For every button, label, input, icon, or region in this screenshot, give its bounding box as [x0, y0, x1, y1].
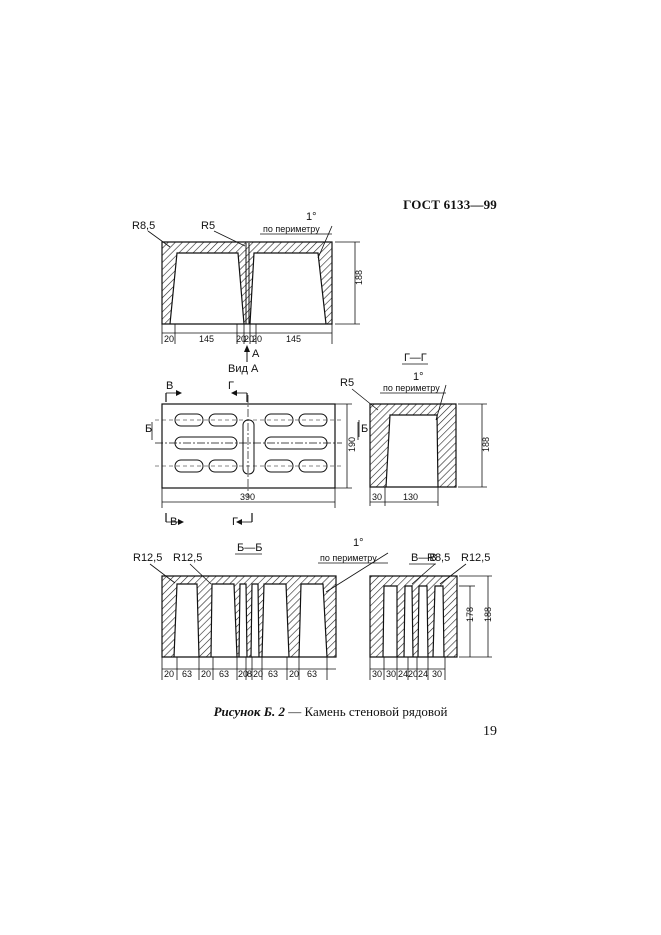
dim-text: 178 [465, 607, 475, 622]
dim-text: 24 [418, 669, 428, 679]
dim-text: 63 [307, 669, 317, 679]
section-bb: Б—Б R12,5 R12,5 1° по периметру [133, 537, 389, 680]
dim-text: 188 [483, 607, 493, 622]
radius-label: R12,5 [173, 552, 202, 564]
dim-text: 145 [286, 334, 301, 344]
caption-dash: — [285, 704, 305, 719]
plan-view: В Г Б В Г 390 [145, 380, 359, 528]
dim-text: 188 [354, 270, 364, 285]
dim-text: 190 [347, 437, 357, 452]
dim-text: 130 [403, 492, 418, 502]
dim-text: 30 [386, 669, 396, 679]
dim-text: 30 [372, 492, 382, 502]
section-title: В—В [411, 552, 437, 564]
cut-label: Г [232, 516, 238, 528]
angle-note: по периметру [383, 383, 440, 393]
dim-text: 20 [201, 669, 211, 679]
dim-text: 20 [252, 334, 262, 344]
dim-text: 63 [219, 669, 229, 679]
radius-label: R12,5 [133, 552, 162, 564]
dim-text: 20 [244, 334, 254, 344]
dim-text: 20 [289, 669, 299, 679]
dim-text: 24 [398, 669, 408, 679]
angle-note: по периметру [320, 553, 377, 563]
view-label: Вид А [228, 363, 259, 375]
radius-label: R8,5 [427, 552, 450, 564]
radius-label: R5 [201, 220, 215, 232]
angle-label: 1° [353, 537, 364, 549]
cut-label: Г [228, 380, 234, 392]
section-title: Г—Г [404, 352, 427, 364]
dim-text: 20 [238, 669, 248, 679]
page-number: 19 [483, 724, 497, 739]
dim-text: 188 [481, 437, 491, 452]
dim-text: 20 [164, 334, 174, 344]
dim-text: 20 [236, 334, 246, 344]
cut-label: Б [145, 423, 152, 435]
dim-text: 8 [247, 669, 252, 679]
radius-label: R5 [340, 377, 354, 389]
caption-text: Камень стеновой рядовой [304, 704, 448, 719]
dim-text: 30 [432, 669, 442, 679]
cut-label: В [166, 380, 173, 392]
dim-text: 63 [182, 669, 192, 679]
section-title: Б—Б [237, 542, 262, 554]
angle-note: по периметру [263, 224, 320, 234]
section-vv: В—В R8,5 R12,5 178 188 30 [369, 552, 493, 680]
radius-label: R12,5 [461, 552, 490, 564]
figure-caption: Рисунок Б. 2 — Камень стеновой рядовой [0, 704, 661, 720]
dim-text: 20 [253, 669, 263, 679]
dim-text: 63 [268, 669, 278, 679]
angle-label: 1° [306, 211, 317, 223]
dim-text: 20 [408, 669, 418, 679]
top-section-view: 20 145 20 20 20 145 188 R8,5 R5 1° по пе… [132, 211, 364, 375]
arrow-label: А [252, 348, 260, 360]
dim-text: 30 [372, 669, 382, 679]
figure-number: Рисунок Б. 2 [213, 704, 285, 719]
cut-label: Б [361, 423, 368, 435]
radius-label: R8,5 [132, 220, 155, 232]
dim-text: 390 [240, 492, 255, 502]
standard-header: ГОСТ 6133—99 [403, 197, 497, 212]
section-gg: Г—Г R5 1° по периметру Б 30 130 [340, 352, 491, 506]
dim-text: 20 [164, 669, 174, 679]
angle-label: 1° [413, 371, 424, 383]
dim-text: 145 [199, 334, 214, 344]
